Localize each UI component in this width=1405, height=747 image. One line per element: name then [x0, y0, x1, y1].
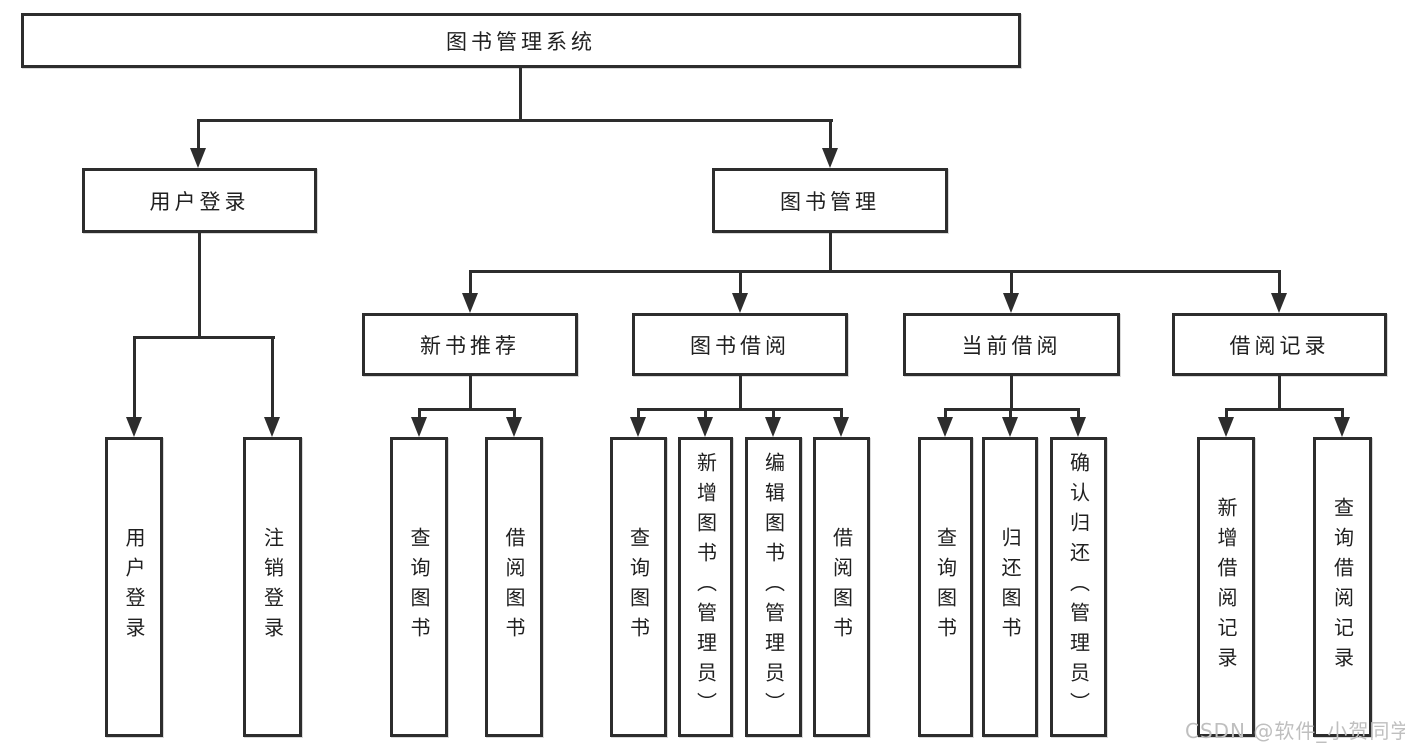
leaf-add-books-admin: 新增图书（管理员） — [678, 437, 733, 737]
connector-line — [772, 408, 775, 420]
arrowhead-down — [937, 417, 953, 437]
connector-line — [739, 270, 742, 295]
node-book-borrow: 图书借阅 — [632, 313, 848, 376]
leaf-borrow-books-recommend: 借阅图书 — [485, 437, 543, 737]
leaf-label: 查询图书 — [626, 527, 651, 647]
arrowhead-down — [765, 417, 781, 437]
connector-line — [1278, 376, 1281, 408]
connector-line — [519, 68, 522, 119]
connector-line — [1225, 408, 1344, 411]
leaf-logout-login: 注销登录 — [243, 437, 302, 737]
arrowhead-down — [264, 417, 280, 437]
leaf-label: 借阅图书 — [502, 527, 526, 647]
arrowhead-down — [1002, 417, 1018, 437]
leaf-label: 归还图书 — [998, 527, 1022, 647]
node-borrow-records: 借阅记录 — [1172, 313, 1387, 376]
arrowhead-down — [1070, 417, 1086, 437]
watermark: CSDN @软件_小贺同学 — [1185, 719, 1405, 743]
connector-line — [133, 336, 136, 419]
leaf-label: 新增图书（管理员） — [693, 452, 718, 722]
arrowhead-down — [1334, 417, 1350, 437]
node-label: 当前借阅 — [961, 333, 1062, 358]
leaf-query-books-recommend: 查询图书 — [390, 437, 448, 737]
arrowhead-down — [833, 417, 849, 437]
connector-line — [637, 408, 843, 411]
arrowhead-down — [1218, 417, 1234, 437]
connector-line — [1278, 270, 1281, 295]
leaf-query-borrow-record: 查询借阅记录 — [1313, 437, 1372, 737]
node-label: 图书借阅 — [690, 333, 790, 358]
node-user-login: 用户登录 — [82, 168, 317, 233]
leaf-borrow-books: 借阅图书 — [813, 437, 870, 737]
connector-line — [197, 119, 200, 150]
connector-line — [271, 336, 274, 419]
leaf-label: 用户登录 — [122, 527, 146, 647]
connector-line — [944, 408, 1080, 411]
node-root: 图书管理系统 — [21, 13, 1021, 68]
arrowhead-down — [630, 417, 646, 437]
leaf-label: 查询借阅记录 — [1330, 497, 1355, 677]
node-current-borrow: 当前借阅 — [903, 313, 1120, 376]
connector-line — [1225, 408, 1228, 420]
arrowhead-down — [190, 148, 206, 168]
arrowhead-down — [506, 417, 522, 437]
leaf-label: 查询图书 — [933, 527, 958, 647]
node-new-book-recommend: 新书推荐 — [362, 313, 578, 376]
node-label: 用户登录 — [149, 189, 250, 214]
leaf-label: 注销登录 — [260, 527, 285, 647]
connector-line — [704, 408, 707, 420]
node-book-management: 图书管理 — [712, 168, 948, 233]
connector-line — [133, 336, 275, 339]
connector-line — [418, 408, 421, 420]
connector-line — [418, 408, 516, 411]
connector-line — [637, 408, 640, 420]
arrowhead-down — [462, 293, 478, 313]
leaf-label: 新增借阅记录 — [1214, 497, 1238, 677]
leaf-label: 借阅图书 — [829, 527, 854, 647]
leaf-query-books-current: 查询图书 — [918, 437, 973, 737]
connector-line — [944, 408, 947, 420]
leaf-add-borrow-record: 新增借阅记录 — [1197, 437, 1255, 737]
leaf-label: 编辑图书（管理员） — [761, 452, 786, 722]
leaf-edit-books-admin: 编辑图书（管理员） — [745, 437, 802, 737]
leaf-user-login: 用户登录 — [105, 437, 163, 737]
connector-line — [513, 408, 516, 420]
arrowhead-down — [697, 417, 713, 437]
node-label: 图书管理 — [780, 189, 880, 214]
connector-line — [829, 233, 832, 270]
connector-line — [469, 376, 472, 408]
arrowhead-down — [732, 293, 748, 313]
node-root-label: 图书管理系统 — [446, 29, 596, 54]
connector-line — [840, 408, 843, 420]
connector-line — [1077, 408, 1080, 420]
leaf-label: 确认归还（管理员） — [1066, 452, 1091, 722]
connector-line — [1009, 408, 1012, 420]
connector-line — [1341, 408, 1344, 420]
arrowhead-down — [411, 417, 427, 437]
connector-line — [469, 270, 472, 295]
connector-line — [739, 376, 742, 408]
leaf-label: 查询图书 — [407, 527, 431, 647]
arrowhead-down — [126, 417, 142, 437]
leaf-confirm-return-admin: 确认归还（管理员） — [1050, 437, 1107, 737]
node-label: 新书推荐 — [420, 333, 520, 358]
leaf-return-books: 归还图书 — [982, 437, 1038, 737]
connector-line — [469, 270, 1281, 273]
arrowhead-down — [822, 148, 838, 168]
connector-line — [197, 119, 833, 122]
node-label: 借阅记录 — [1229, 333, 1330, 358]
connector-line — [829, 119, 832, 150]
connector-line — [198, 233, 201, 336]
connector-line — [1010, 376, 1013, 408]
arrowhead-down — [1003, 293, 1019, 313]
connector-line — [1010, 270, 1013, 295]
leaf-query-books-borrow: 查询图书 — [610, 437, 667, 737]
arrowhead-down — [1271, 293, 1287, 313]
